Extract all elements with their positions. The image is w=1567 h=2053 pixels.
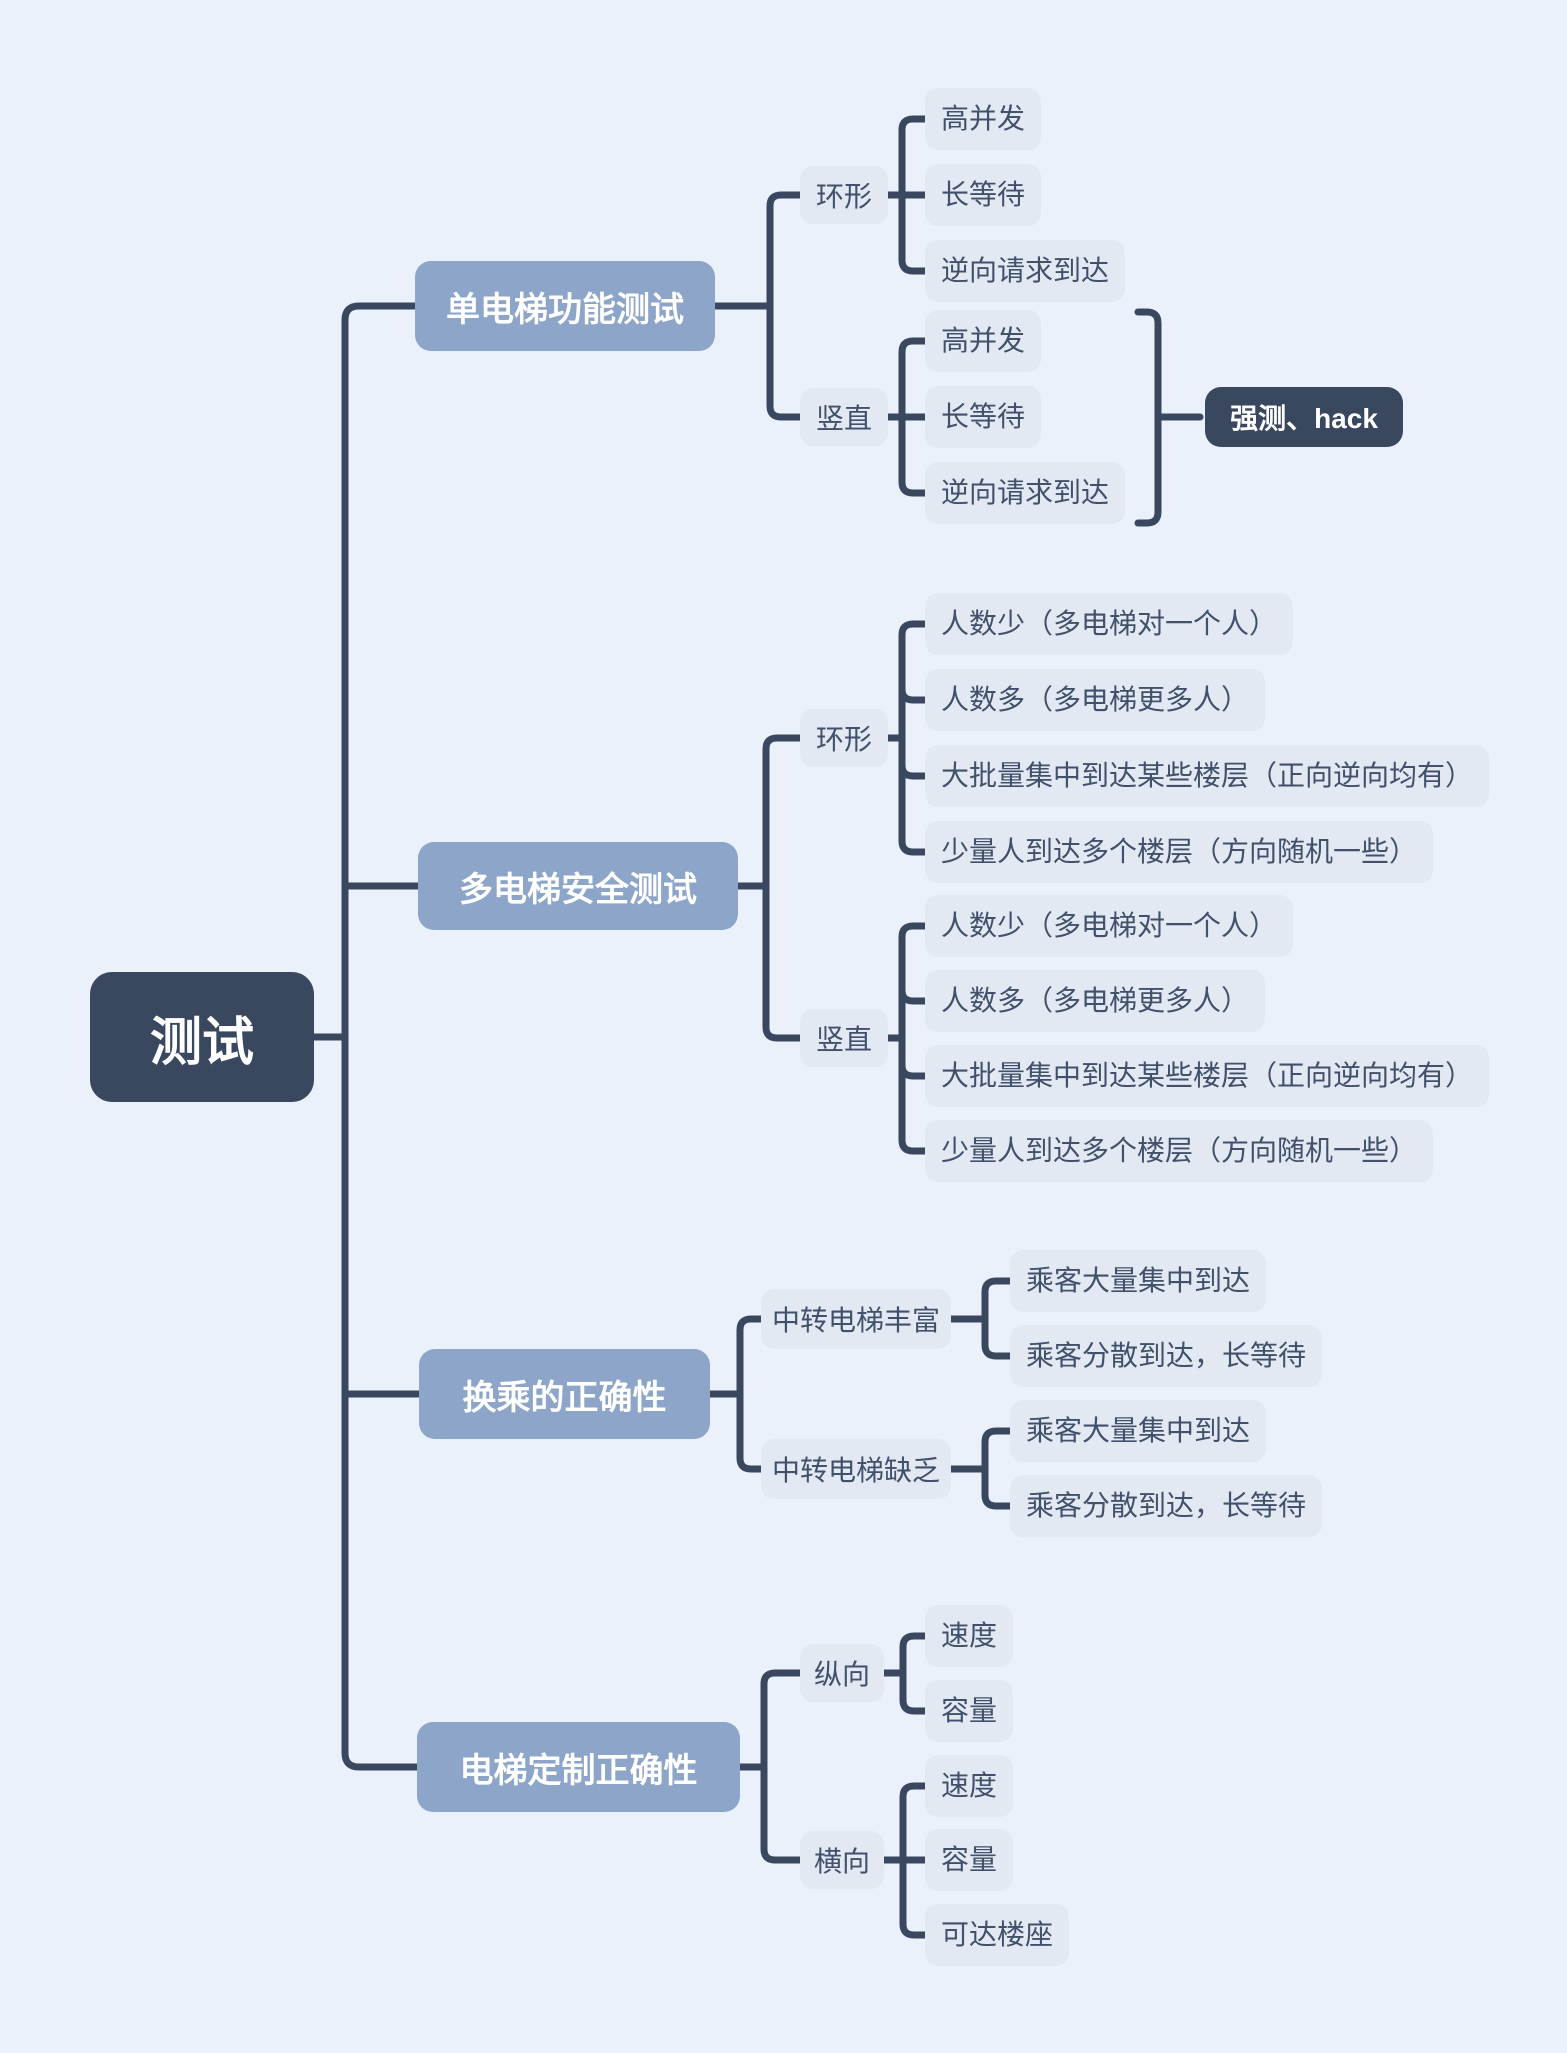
summary-node-strong-test-hack[interactable]: 强测、hack	[1205, 387, 1403, 447]
leaf-node[interactable]: 高并发	[925, 88, 1042, 150]
connector-b4-horiz-split	[899, 1782, 929, 1939]
leaf-node[interactable]: 人数少（多电梯对一个人）	[925, 593, 1294, 655]
leaf-node[interactable]: 人数多（多电梯更多人）	[925, 669, 1266, 731]
leaf-node[interactable]: 高并发	[925, 310, 1042, 372]
connector-b2-ring-row3	[898, 761, 929, 780]
leaf-node[interactable]: 长等待	[925, 164, 1042, 226]
branch-transfer-correctness[interactable]: 换乘的正确性	[419, 1349, 710, 1439]
connector-b1-split	[766, 191, 804, 421]
branch-multi-elevator-safety-test[interactable]: 多电梯安全测试	[418, 842, 738, 930]
leaf-node[interactable]: 速度	[925, 1755, 1014, 1817]
leaf-node[interactable]: 少量人到达多个楼层（方向随机一些）	[925, 1120, 1434, 1182]
connector-b3-split	[736, 1315, 765, 1473]
connector-b4-split	[760, 1669, 804, 1864]
leaf-node[interactable]: 逆向请求到达	[925, 240, 1126, 302]
node-b2-ring[interactable]: 环形	[800, 709, 888, 767]
connector-b2-split	[762, 734, 804, 1042]
root-node[interactable]: 测试	[90, 972, 314, 1102]
node-b4-longitudinal[interactable]: 纵向	[800, 1644, 884, 1702]
node-b1-ring[interactable]: 环形	[800, 166, 888, 224]
leaf-node[interactable]: 逆向请求到达	[925, 462, 1126, 524]
node-b4-lateral[interactable]: 横向	[800, 1831, 884, 1889]
branch-elevator-customization-correctness[interactable]: 电梯定制正确性	[417, 1722, 740, 1812]
leaf-node[interactable]: 人数少（多电梯对一个人）	[925, 895, 1294, 957]
leaf-node[interactable]: 乘客分散到达，长等待	[1010, 1475, 1323, 1537]
node-b3-transfer-rich[interactable]: 中转电梯丰富	[761, 1289, 951, 1349]
connector-b2-ring-row2	[898, 685, 929, 704]
leaf-node[interactable]: 少量人到达多个楼层（方向随机一些）	[925, 821, 1434, 883]
connector-b1-ring-split	[898, 115, 929, 275]
leaf-node[interactable]: 速度	[925, 1605, 1014, 1667]
connector-b2-vert-row2	[898, 986, 929, 1005]
leaf-node[interactable]: 可达楼座	[925, 1904, 1070, 1966]
connector-b4-long-split	[899, 1632, 929, 1715]
leaf-node[interactable]: 乘客大量集中到达	[1010, 1400, 1267, 1462]
connector-b3-rich-split	[981, 1277, 1014, 1360]
connector-trunk	[341, 302, 421, 1771]
connector-b1-vert-split	[898, 337, 929, 497]
leaf-node[interactable]: 乘客大量集中到达	[1010, 1250, 1267, 1312]
leaf-node[interactable]: 长等待	[925, 386, 1042, 448]
leaf-node[interactable]: 容量	[925, 1829, 1014, 1891]
node-b1-vertical[interactable]: 竖直	[800, 388, 888, 446]
connector-b2-vert-split	[898, 922, 929, 1155]
leaf-node[interactable]: 乘客分散到达，长等待	[1010, 1325, 1323, 1387]
connector-b3-lack-split	[981, 1427, 1014, 1510]
leaf-node[interactable]: 容量	[925, 1680, 1014, 1742]
leaf-node[interactable]: 人数多（多电梯更多人）	[925, 970, 1266, 1032]
leaf-node[interactable]: 大批量集中到达某些楼层（正向逆向均有）	[925, 745, 1490, 807]
node-b2-vertical[interactable]: 竖直	[800, 1009, 888, 1067]
connector-b1-summary-bracket	[1134, 308, 1162, 527]
leaf-node[interactable]: 大批量集中到达某些楼层（正向逆向均有）	[925, 1045, 1490, 1107]
connector-b2-ring-split	[898, 620, 929, 856]
branch-single-elevator-function-test[interactable]: 单电梯功能测试	[415, 261, 715, 351]
connector-b2-vert-row3	[898, 1061, 929, 1080]
node-b3-transfer-lack[interactable]: 中转电梯缺乏	[761, 1439, 951, 1499]
